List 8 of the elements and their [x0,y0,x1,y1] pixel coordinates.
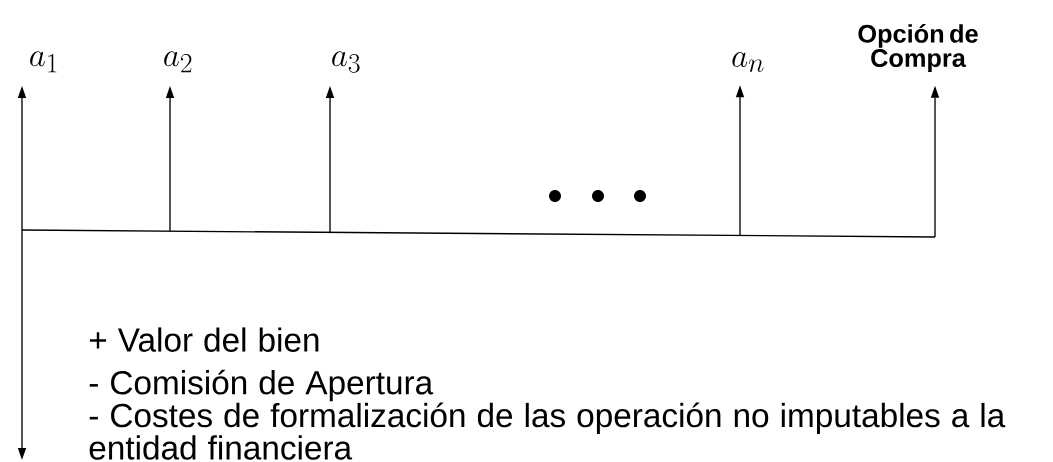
cost-item: - Costes de formalización de las operación no imputables a la entidad financiera [89,402,1006,460]
option-label: Opción de Compra [858,23,978,73]
cost-item: + Valor del bien [89,327,319,352]
amount-label: $a_n$ [732,52,764,72]
amount-label: $a_1$ [30,51,57,73]
amount-label: $a_3$ [332,51,360,73]
cost-item: - Comisión de Apertura [89,369,434,402]
amount-label: $a_2$ [164,51,192,73]
